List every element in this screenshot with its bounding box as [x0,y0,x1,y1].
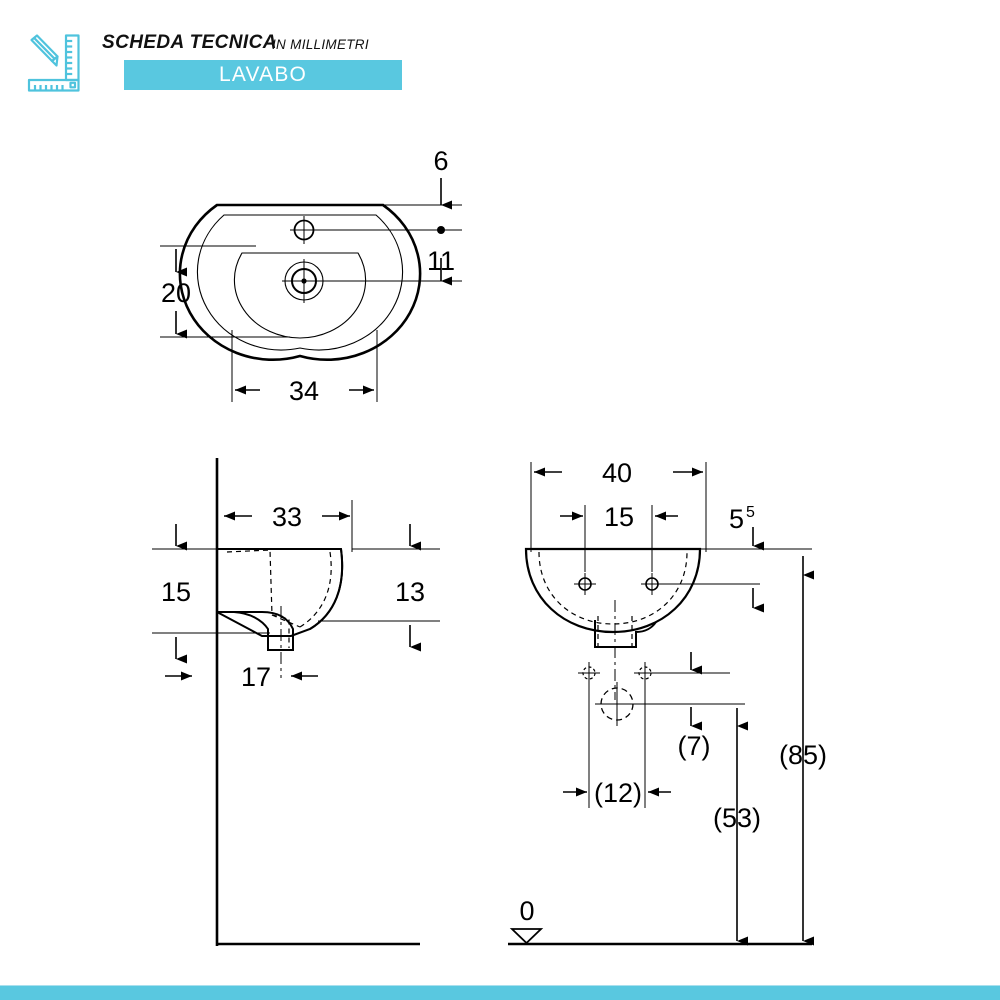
datum-label: 0 [519,896,534,926]
pencil-ruler-icon [27,34,80,92]
dimension-side-33-label: 33 [272,502,302,532]
top-view-outer-outline [178,203,422,361]
sheet-title: SCHEDA TECNICA [102,32,277,53]
top-view-bowl-contour [233,252,367,339]
front-view-fixing-hole-right [634,662,656,684]
side-view-profile [216,548,344,651]
dimension-front-12: (12) [563,680,671,808]
product-name: LAVABO [218,63,308,86]
dimension-side-17-label: 17 [241,662,271,692]
dimension-side-13: 13 [395,524,425,652]
dimension-front-40: 40 [530,458,707,552]
bottom-bar-hairline [0,985,1000,986]
dimension-top-20-label: 20 [161,278,191,308]
dimension-side-33: 33 [224,500,353,552]
datum-triangle-icon [509,928,544,945]
dimension-front-7-label: (7) [678,731,711,761]
front-view-outline [524,547,702,648]
datum-marker: 0 [509,896,544,945]
bottom-accent-bar [0,986,1000,1000]
side-view: 33 15 13 17 [152,458,440,946]
dimension-front-55: 5 5 [729,504,764,613]
front-view-tap-hole-left [574,573,596,595]
dimension-top-34: 34 [231,330,378,406]
front-view: 40 15 5 5 [508,458,827,946]
front-view-tap-hole-right [641,573,663,595]
top-view-drain [282,259,326,303]
top-view-rim-line [196,214,404,351]
dimension-front-15-label: 15 [604,502,634,532]
front-view-hidden-bowl [538,551,688,646]
dimension-front-53-label: (53) [713,803,761,833]
dimension-side-15: 15 [161,524,191,664]
sheet-header: SCHEDA TECNICA IN MILLIMETRI LAVABO [26,28,446,98]
dimension-front-55-superscript: 5 [746,504,755,521]
dimension-top-20: 20 [161,249,191,339]
front-view-waste-outlet [595,682,639,726]
dimension-side-13-label: 13 [395,577,425,607]
dimension-front-55-label: 5 [729,504,744,534]
dimension-front-85: (85) [779,556,827,946]
sheet-subtitle: IN MILLIMETRI [272,37,369,52]
dimension-front-15: 15 [560,502,678,572]
dimension-top-34-label: 34 [289,376,319,406]
dimension-side-17: 17 [165,662,318,692]
dimension-top-11-label: 11 [427,246,455,276]
front-view-fixing-hole-left [578,662,600,684]
top-view: 6 11 20 34 [160,146,462,406]
dimension-top-6: 6 [433,146,452,210]
dimension-top-6-label: 6 [433,146,448,176]
dimension-front-7: (7) [678,652,711,761]
dimension-top-11: 11 [427,226,455,286]
top-view-tap-hole [290,216,318,244]
dimension-side-15-label: 15 [161,577,191,607]
dimension-front-40-label: 40 [602,458,632,488]
dimension-front-85-label: (85) [779,740,827,770]
product-band [124,60,402,90]
dimension-front-53: (53) [713,708,761,946]
dimension-front-12-label: (12) [594,778,642,808]
side-view-hidden-lines [226,549,332,648]
